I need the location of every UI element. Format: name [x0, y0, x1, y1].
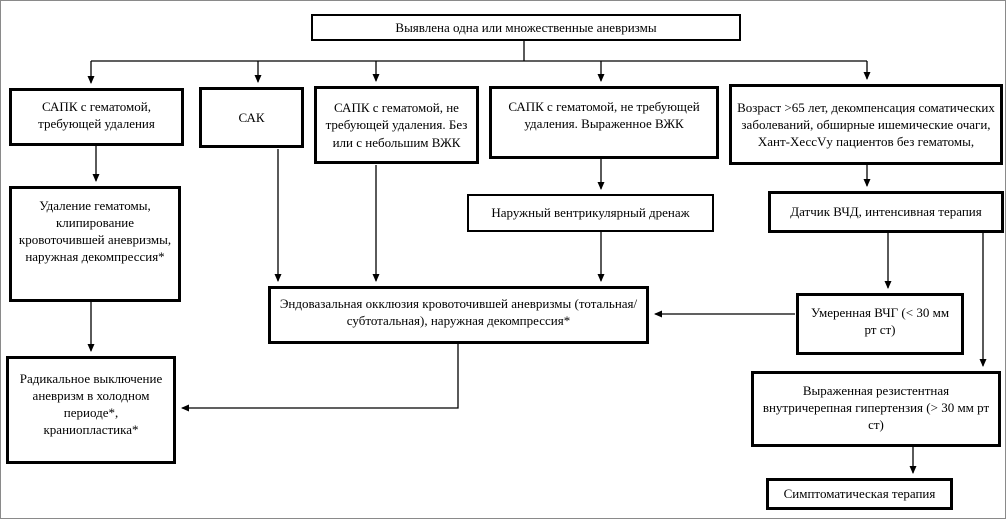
- flowchart-node-sapk-small-ivh: САПК с гематомой, не требующей удаления.…: [314, 86, 479, 164]
- node-label: Удаление гематомы, клипирование кровоточ…: [18, 198, 172, 265]
- connector-endovasal-to-radical: [181, 344, 459, 412]
- flowchart-node-sapk-severe-ivh: САПК с гематомой, не требующей удаления.…: [489, 86, 719, 159]
- flowchart-node-hematoma-removal: Удаление гематомы, клипирование кровоточ…: [9, 186, 181, 302]
- node-label: САПК с гематомой, требующей удаления: [38, 99, 155, 132]
- flowchart-node-severe-ich: Выраженная резистентная внутричерепная г…: [751, 371, 1001, 447]
- node-label: Радикальное выключение аневризм в холодн…: [19, 371, 163, 438]
- flowchart-node-radical-exclusion: Радикальное выключение аневризм в холодн…: [6, 356, 176, 464]
- node-label: САПК с гематомой, не требующей удаления.…: [508, 99, 700, 132]
- node-label: САК: [238, 109, 265, 125]
- flowchart-node-sak: САК: [199, 87, 304, 148]
- node-label: Наружный вентрикулярный дренаж: [491, 205, 690, 221]
- node-label: Симптоматическая терапия: [783, 486, 936, 502]
- node-label: Выраженная резистентная внутричерепная г…: [762, 383, 990, 433]
- node-label: САПК с гематомой, не требующей удаления.…: [325, 100, 468, 150]
- node-label: Возраст >65 лет, декомпенсация соматичес…: [737, 99, 995, 150]
- node-label: Эндовазальная окклюзия кровоточившей ане…: [279, 296, 638, 329]
- flowchart-node-moderate-ich: Умеренная ВЧГ (< 30 мм рт ст): [796, 293, 964, 355]
- node-label: Умеренная ВЧГ (< 30 мм рт ст): [810, 305, 950, 338]
- flowchart-node-symptomatic-therapy: Симптоматическая терапия: [766, 478, 953, 510]
- node-label: Датчик ВЧД, интенсивная терапия: [790, 204, 982, 220]
- flowchart-node-root: Выявлена одна или множественные аневризм…: [311, 14, 741, 41]
- flowchart-node-ventricular-drain: Наружный вентрикулярный дренаж: [467, 194, 714, 232]
- flowchart-node-icp-sensor: Датчик ВЧД, интенсивная терапия: [768, 191, 1004, 233]
- flowchart-node-endovasal-occlusion: Эндовазальная окклюзия кровоточившей ане…: [268, 286, 649, 344]
- flowchart-node-elderly: Возраст >65 лет, декомпенсация соматичес…: [729, 84, 1003, 165]
- node-label: Выявлена одна или множественные аневризм…: [395, 19, 657, 35]
- flowchart-node-sapk-removal: САПК с гематомой, требующей удаления: [9, 88, 184, 146]
